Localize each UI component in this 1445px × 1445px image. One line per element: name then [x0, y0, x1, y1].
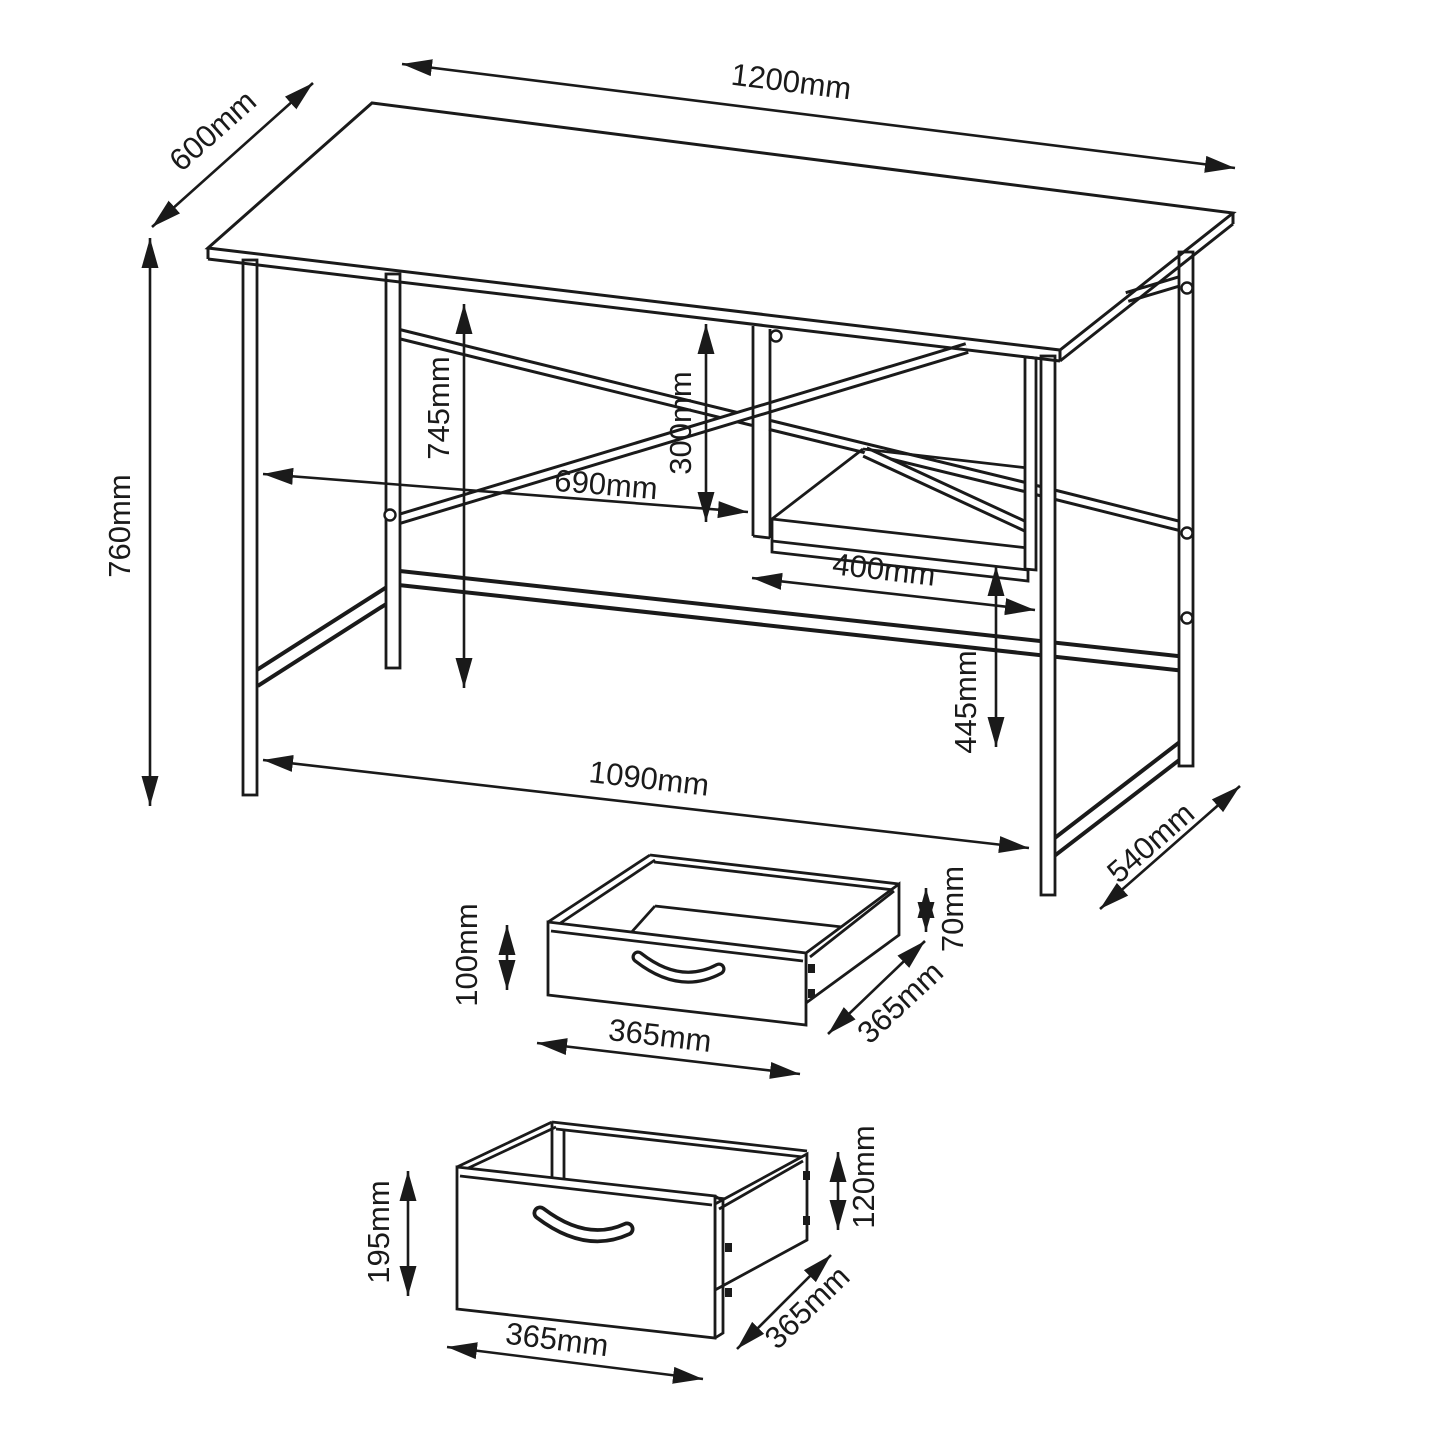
- dim-label-large-drawer-box-height: 120mm: [846, 1125, 881, 1228]
- arrow-desk-width: [401, 59, 1236, 173]
- x-brace-bar-a: [397, 328, 1186, 533]
- dim-label-cubby-height: 300mm: [663, 371, 698, 474]
- back-bottom-rail: [389, 568, 1187, 673]
- arrow-opening-width: [262, 467, 749, 519]
- dim-label-large-drawer-front-height: 195mm: [361, 1180, 396, 1283]
- dim-label-desk-depth: 600mm: [162, 83, 262, 178]
- dim-label-large-drawer-depth: 365mm: [758, 1259, 857, 1356]
- drawer-large: [455, 1120, 810, 1340]
- dim-label-clearance-height: 745mm: [421, 356, 456, 459]
- arrow-base-width: [262, 754, 1030, 854]
- shelf-diagonal-brace: [862, 446, 1032, 534]
- drawer-small-right-wall: [804, 881, 901, 1006]
- cubby-right-wall: [1023, 355, 1038, 572]
- bolt-circles: [383, 281, 1194, 625]
- drawer-large-handle: [532, 1205, 635, 1244]
- drawer-large-right-wall: [713, 1151, 809, 1293]
- leg-front-right: [1039, 354, 1057, 897]
- desk-frame: [204, 101, 1237, 897]
- dim-label-opening-width: 690mm: [553, 463, 659, 506]
- dim-label-desk-height: 760mm: [102, 474, 137, 577]
- dim-label-desk-width: 1200mm: [729, 57, 853, 107]
- arrow-base-depth: [1099, 785, 1241, 910]
- arrow-desk-depth: [151, 82, 314, 228]
- leg-front-left: [241, 258, 259, 797]
- dim-label-small-drawer-front-height: 100mm: [449, 903, 484, 1006]
- cubby-partition: [751, 326, 772, 540]
- arrow-small-drawer-depth: [827, 940, 926, 1035]
- dim-label-small-drawer-depth: 365mm: [850, 954, 949, 1050]
- drawer-large-front-panel: [455, 1165, 717, 1340]
- drawer-small-handle: [631, 950, 726, 984]
- arrow-large-drawer-depth: [736, 1254, 832, 1350]
- arrow-large-drawer-width: [446, 1342, 704, 1384]
- arrow-small-drawer-width: [536, 1038, 801, 1079]
- leg-back-left: [384, 272, 402, 670]
- left-stretcher: [249, 584, 397, 688]
- x-brace-bar-b: [397, 274, 1186, 525]
- dim-label-shelf-height: 445mm: [948, 650, 983, 753]
- desktop: [204, 101, 1237, 363]
- drawer-small: [546, 853, 901, 1027]
- dim-label-small-drawer-box-height: 70mm: [935, 866, 970, 952]
- leg-back-right: [1177, 250, 1195, 768]
- dim-label-base-width: 1090mm: [587, 754, 711, 803]
